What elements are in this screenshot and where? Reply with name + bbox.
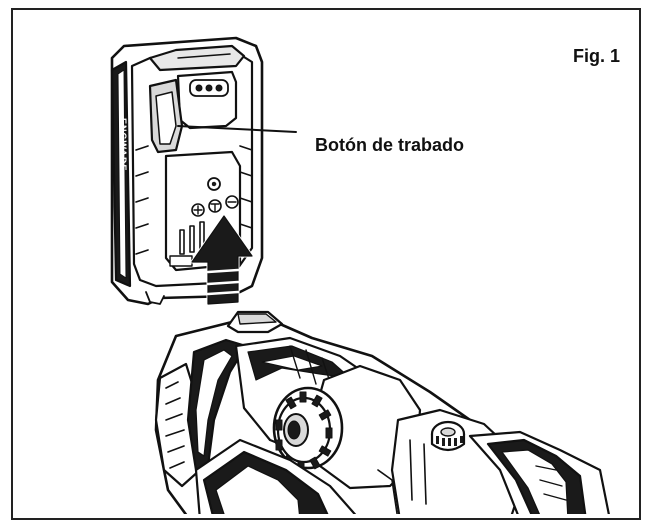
lock-button-callout-label: Botón de trabado	[315, 135, 464, 155]
charge-led-3-icon	[215, 84, 223, 92]
lock-button-leader-line	[177, 125, 297, 133]
figure-label: Fig. 1	[573, 46, 621, 66]
battery-side-ribs	[135, 145, 253, 255]
battery-brand-label: ENGWADE	[118, 118, 128, 172]
clamp-knob	[430, 420, 466, 452]
tool-rear-grip	[154, 362, 202, 488]
charge-led-1-icon	[195, 84, 203, 92]
tool-body	[154, 310, 610, 514]
battery-pack: ENGWADE	[110, 36, 297, 306]
charge-led-2-icon	[205, 84, 213, 92]
terminal-slots	[179, 221, 205, 255]
battery-top-cap	[148, 44, 246, 72]
insert-direction-arrow-icon	[190, 214, 254, 306]
